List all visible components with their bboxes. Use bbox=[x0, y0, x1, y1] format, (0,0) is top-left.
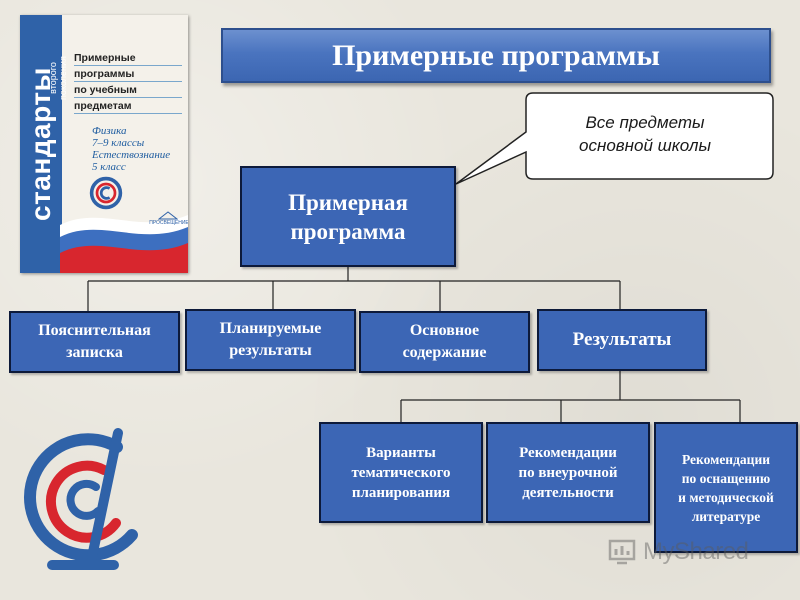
node-results-label: Результаты bbox=[572, 329, 672, 350]
node-planned-line-2: результаты bbox=[229, 342, 312, 359]
root-node-line-1: Примерная bbox=[288, 189, 408, 215]
node-equipment-line-1: Рекомендации bbox=[681, 451, 771, 467]
node-extracurricular-line-2: по внеурочной bbox=[518, 464, 618, 481]
callout-line-2: основной школы bbox=[579, 136, 711, 155]
node-extracurricular-line-3: деятельности bbox=[522, 484, 614, 501]
cover-standards-logo-icon bbox=[89, 176, 123, 210]
publisher-icon bbox=[158, 211, 178, 220]
cover-title-line-1: Примерные bbox=[74, 51, 182, 66]
node-planned-line-1: Планируемые bbox=[219, 320, 322, 337]
cover-title-line-4: предметам bbox=[74, 99, 182, 114]
node-variants-line-3: планирования bbox=[351, 484, 451, 501]
node-explanatory-line-1: Пояснительная bbox=[38, 322, 151, 339]
node-extracurricular-line-1: Рекомендации bbox=[519, 444, 617, 461]
node-planned-results: Планируемые результаты bbox=[185, 309, 356, 371]
cover-title-line-2: программы bbox=[74, 67, 182, 82]
watermark-icon bbox=[608, 539, 636, 565]
watermark-text: MyShared bbox=[643, 538, 749, 565]
node-content-line-1: Основное bbox=[409, 322, 480, 339]
callout-text: Все предметы основной школы bbox=[522, 104, 768, 164]
cover-tricolor-wave bbox=[60, 215, 188, 273]
node-variants-line-2: тематического bbox=[351, 464, 451, 481]
watermark: MyShared bbox=[607, 536, 767, 572]
node-equipment-line-3: и методической bbox=[678, 489, 774, 505]
cover-subject-line-2: 7–9 классы bbox=[92, 137, 145, 149]
node-variants-line-1: Варианты bbox=[366, 444, 436, 461]
cover-blue-strip bbox=[20, 15, 62, 273]
cover-publisher: ПРОСВЕЩЕНИЕ bbox=[149, 220, 188, 226]
node-equipment-line-2: по оснащению bbox=[681, 470, 771, 486]
callout-bubble bbox=[455, 92, 774, 185]
node-equipment-recommendations: Рекомендации по оснащению и методической… bbox=[654, 422, 798, 553]
node-thematic-planning-variants: Варианты тематического планирования bbox=[319, 422, 483, 523]
page-title: Примерные программы bbox=[221, 28, 771, 83]
cover-title-line-3: по учебным bbox=[74, 83, 182, 98]
node-explanatory-line-2: записка bbox=[66, 344, 123, 361]
standards-logo-icon bbox=[24, 428, 138, 570]
cover-subject-line-4: 5 класс bbox=[92, 161, 126, 173]
root-node-sample-program: Примерная программа bbox=[240, 166, 456, 267]
root-node-line-2: программа bbox=[290, 218, 406, 244]
node-main-content: Основное содержание bbox=[359, 311, 530, 373]
node-extracurricular-recommendations: Рекомендации по внеурочной деятельности bbox=[486, 422, 650, 523]
cover-subject-line-1: Физика bbox=[92, 125, 127, 137]
node-content-line-2: содержание bbox=[402, 344, 487, 361]
callout-line-1: Все предметы bbox=[585, 113, 705, 132]
cover-subject-line-3: Естествознание bbox=[92, 149, 171, 161]
node-explanatory-note: Пояснительная записка bbox=[9, 311, 180, 373]
node-equipment-line-4: литературе bbox=[691, 508, 761, 524]
node-results: Результаты bbox=[537, 309, 707, 371]
book-cover-image: стандарты второго поколения Примерные пр… bbox=[20, 15, 188, 273]
